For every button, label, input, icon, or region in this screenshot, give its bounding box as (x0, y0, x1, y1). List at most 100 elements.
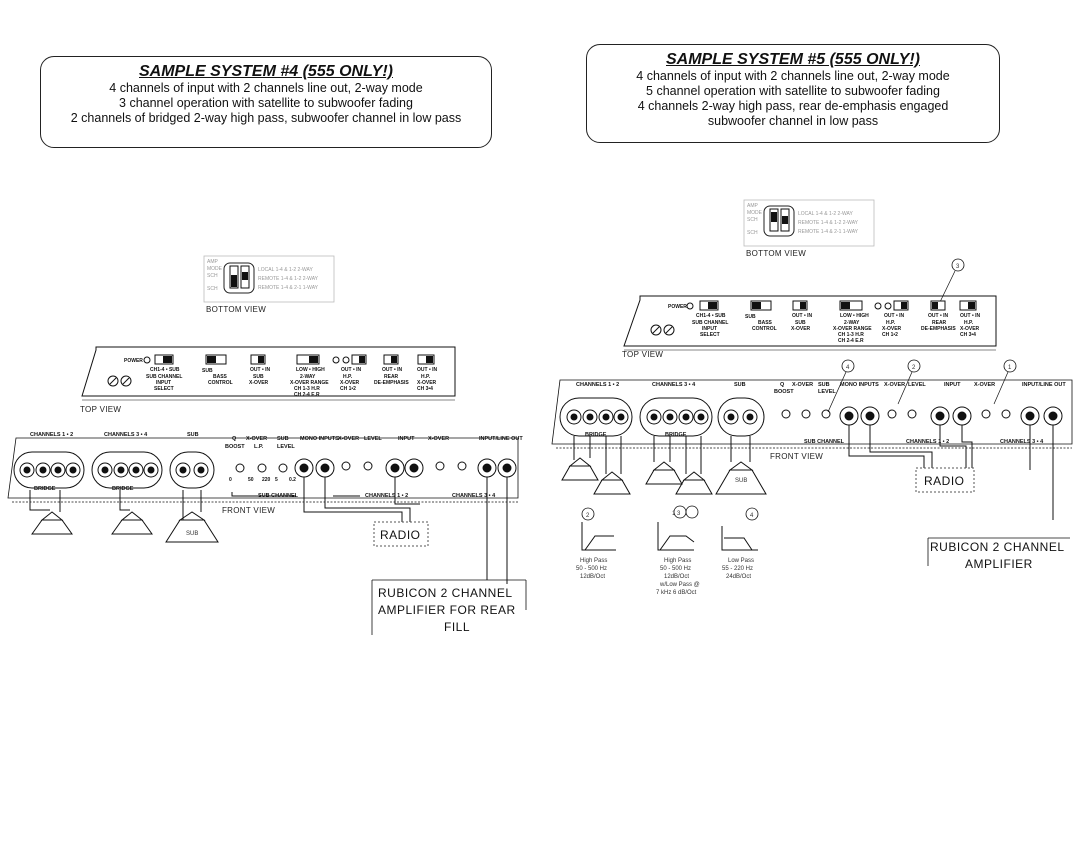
svg-text:X-OVER RANGE: X-OVER RANGE (833, 326, 872, 332)
system4-title: SAMPLE SYSTEM #4 (555 ONLY!) (139, 63, 393, 80)
svg-text:H.P.: H.P. (421, 374, 431, 380)
svg-text:H.P.: H.P. (964, 320, 974, 326)
svg-text:POWER: POWER (668, 304, 687, 310)
svg-text:SELECT: SELECT (154, 386, 174, 392)
svg-text:BOOST: BOOST (774, 389, 794, 395)
svg-text:Low Pass: Low Pass (728, 558, 754, 564)
svg-text:INPUT/LINE OUT: INPUT/LINE OUT (1022, 382, 1066, 388)
power-label: POWER (124, 358, 143, 364)
system4-front-panel: CHANNELS 1 • 2 CHANNELS 3 • 4 SUB BRIDGE… (7, 432, 523, 584)
svg-text:OUT • IN: OUT • IN (250, 367, 270, 373)
svg-text:CHANNELS 1 • 2: CHANNELS 1 • 2 (906, 439, 949, 445)
svg-text:INPUT: INPUT (398, 436, 415, 442)
svg-text:CHANNELS 3 • 4: CHANNELS 3 • 4 (104, 432, 148, 438)
svg-text:2: 2 (586, 513, 590, 519)
system5-front-panel: CHANNELS 1 • 2 CHANNELS 3 • 4 SUB BRIDGE… (551, 379, 1073, 520)
svg-text:50 - 500 Hz: 50 - 500 Hz (576, 566, 607, 572)
svg-text:OUT • IN: OUT • IN (928, 313, 948, 319)
system5-amp-line-2: AMPLIFIER (965, 557, 1033, 571)
svg-text:CH 3•4: CH 3•4 (417, 386, 433, 392)
svg-text:CH 2-4 E.R: CH 2-4 E.R (294, 392, 320, 398)
system4-top-view-label: TOP VIEW (80, 405, 121, 414)
system5-line-2: 5 channel operation with satellite to su… (646, 84, 940, 98)
svg-text:X-OVER: X-OVER (246, 436, 267, 442)
svg-text:L.P.: L.P. (254, 444, 264, 450)
svg-text:0.2: 0.2 (289, 477, 296, 483)
system4-bottom-view-label: BOTTOM VIEW (206, 305, 266, 314)
system4-line-2: 3 channel operation with satellite to su… (119, 96, 413, 110)
system5-title: SAMPLE SYSTEM #5 (555 ONLY!) (666, 51, 920, 68)
system4-amp-line-3: FILL (444, 620, 470, 634)
svg-text:BRIDGE: BRIDGE (34, 486, 56, 492)
svg-text:X-OVER: X-OVER (338, 436, 359, 442)
svg-text:12dB/Oct: 12dB/Oct (664, 574, 689, 580)
svg-text:CHANNELS 1 • 2: CHANNELS 1 • 2 (30, 432, 73, 438)
svg-text:SUB: SUB (253, 374, 264, 380)
system4-amp-line-1: RUBICON 2 CHANNEL (378, 586, 513, 600)
system4-top-panel: TOP VIEW POWER CH1-4 • SUB SUB CHANNEL I… (80, 346, 456, 414)
system4-line-3: 2 channels of bridged 2-way high pass, s… (70, 111, 462, 125)
svg-text:CH 1-3 H.R: CH 1-3 H.R (838, 332, 864, 338)
svg-text:LEVEL: LEVEL (364, 436, 382, 442)
svg-text:X-OVER: X-OVER (791, 326, 811, 332)
svg-text:MONO INPUTS: MONO INPUTS (300, 436, 339, 442)
svg-text:BRIDGE: BRIDGE (585, 432, 607, 438)
svg-text:AMP: AMP (747, 203, 759, 209)
svg-text:OUT • IN: OUT • IN (960, 313, 980, 319)
svg-text:BOOST: BOOST (225, 444, 245, 450)
svg-text:0: 0 (229, 477, 232, 483)
svg-text:SUB: SUB (202, 368, 213, 374)
svg-text:CONTROL: CONTROL (208, 380, 233, 386)
system4-radio-label: RADIO (380, 528, 421, 542)
svg-text:LEVEL: LEVEL (908, 382, 926, 388)
filter-band-pass: 1 3 High Pass 50 - 500 Hz 12dB/Oct w/Low… (656, 505, 700, 596)
amp-mode-label-3: SCH (207, 273, 218, 279)
svg-text:CHANNELS 1 • 2: CHANNELS 1 • 2 (576, 382, 619, 388)
svg-text:SCH: SCH (747, 217, 758, 223)
svg-text:OUT • IN: OUT • IN (884, 313, 904, 319)
svg-text:SUB: SUB (277, 436, 289, 442)
svg-text:H.P.: H.P. (886, 320, 896, 326)
svg-text:SUB: SUB (795, 320, 806, 326)
svg-text:CH 3•4: CH 3•4 (960, 332, 976, 338)
system5-top-panel: TOP VIEW POWER CH1-4 • SUB SUB CHANNEL I… (622, 295, 997, 359)
amp-mode-label-2: MODE (207, 266, 223, 272)
system5-bottom-view: AMP MODE SCH SCH LOCAL 1-4 & 1-2 2-WAY R… (743, 199, 875, 258)
svg-text:CHANNELS 3 • 4: CHANNELS 3 • 4 (1000, 439, 1044, 445)
svg-text:SUB CHANNEL: SUB CHANNEL (692, 320, 728, 326)
svg-text:CHANNELS 3 • 4: CHANNELS 3 • 4 (452, 493, 496, 499)
svg-text:LOW • HIGH: LOW • HIGH (840, 313, 869, 319)
system4-amp-line-2: AMPLIFIER FOR REAR (378, 603, 516, 617)
svg-text:X-OVER: X-OVER (974, 382, 995, 388)
svg-text:MONO INPUTS: MONO INPUTS (840, 382, 879, 388)
svg-text:SUB: SUB (734, 382, 746, 388)
svg-text:REAR: REAR (932, 320, 947, 326)
system5-heading-box: SAMPLE SYSTEM #5 (555 ONLY!) 4 channels … (586, 44, 1000, 143)
svg-text:CH 1•2: CH 1•2 (882, 332, 898, 338)
svg-text:BRIDGE: BRIDGE (665, 432, 687, 438)
svg-text:SUB CHANNEL: SUB CHANNEL (258, 493, 299, 499)
svg-text:CHANNELS 3 • 4: CHANNELS 3 • 4 (652, 382, 696, 388)
svg-text:REMOTE 1-4 & 2-1 1-WAY: REMOTE 1-4 & 2-1 1-WAY (798, 229, 859, 235)
svg-text:5: 5 (275, 477, 278, 483)
svg-text:24dB/Oct: 24dB/Oct (726, 574, 751, 580)
svg-text:CH1-4 • SUB: CH1-4 • SUB (150, 367, 180, 373)
svg-text:DE-EMPHASIS: DE-EMPHASIS (374, 380, 409, 386)
svg-text:220: 220 (262, 477, 271, 483)
svg-text:CONTROL: CONTROL (752, 326, 777, 332)
svg-text:SUB CHANNEL: SUB CHANNEL (146, 374, 182, 380)
svg-text:CH1-4 • SUB: CH1-4 • SUB (696, 313, 726, 319)
svg-text:BASS: BASS (758, 320, 773, 326)
svg-text:H.P.: H.P. (343, 374, 353, 380)
svg-text:OUT • IN: OUT • IN (341, 367, 361, 373)
svg-text:X-OVER: X-OVER (428, 436, 449, 442)
svg-text:LEVEL: LEVEL (818, 389, 836, 395)
svg-text:LOW • HIGH: LOW • HIGH (296, 367, 325, 373)
svg-text:High Pass: High Pass (664, 558, 691, 564)
svg-text:DE-EMPHASIS: DE-EMPHASIS (921, 326, 956, 332)
svg-text:Q: Q (232, 436, 237, 442)
system5-line-1: 4 channels of input with 2 channels line… (636, 69, 950, 83)
svg-text:SUB: SUB (187, 432, 199, 438)
svg-text:REMOTE 1-4 & 1-2 2-WAY: REMOTE 1-4 & 1-2 2-WAY (798, 220, 859, 226)
callout-3: 3 (956, 264, 960, 270)
